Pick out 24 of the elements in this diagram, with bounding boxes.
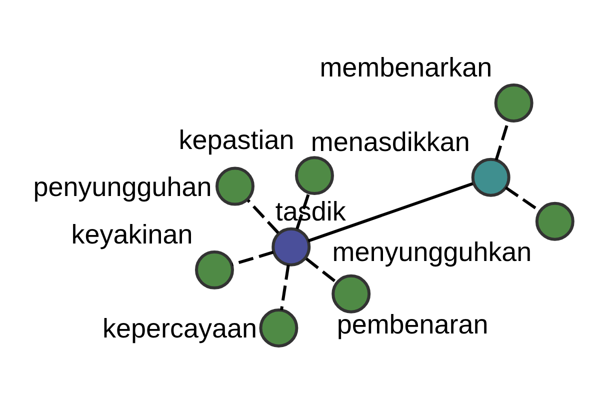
node-circle [294,156,334,195]
node-circle [258,308,298,347]
node-label: keyakinan [70,219,192,250]
connector [307,182,473,242]
connector [304,257,337,283]
node-label: kepastian [178,124,294,155]
node-label: membenarkan [319,52,492,82]
connector [231,250,274,266]
node-circle [271,226,310,266]
node-label: pembenaran [336,308,488,339]
node-label: tasdik [274,196,346,226]
node-label: penyungguhan [32,171,212,202]
node-label: kepercayaan [102,313,256,344]
node-circle [494,82,533,122]
node-circle [534,201,574,240]
node-label: menasdikkan [310,126,470,156]
connector [295,192,310,229]
connector [280,264,290,310]
node-label: menyungguhkan [332,236,532,266]
connector [246,198,279,234]
node-circle [331,274,370,313]
node-circle [194,250,234,289]
node-circle [470,157,510,196]
node-circle [215,166,254,206]
